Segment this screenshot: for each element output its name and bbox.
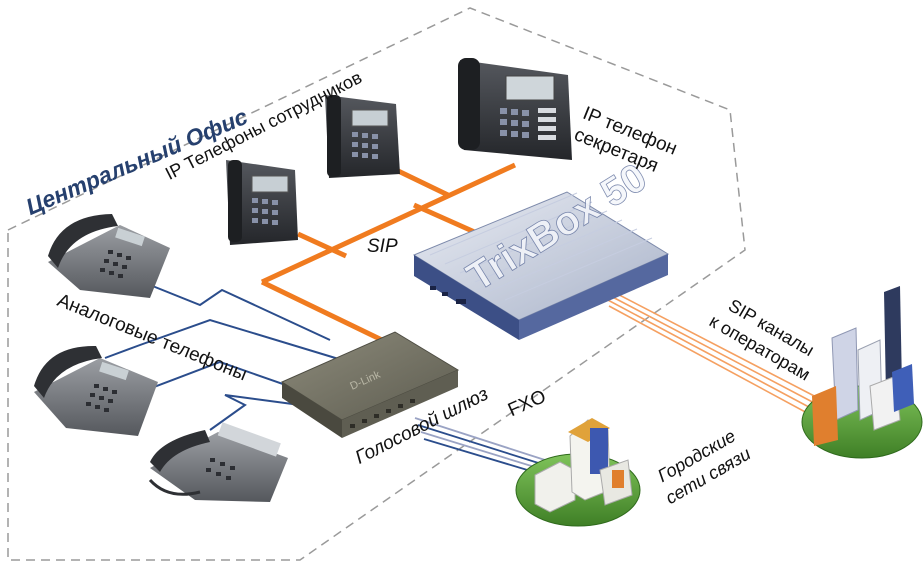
- operator-network: [801, 286, 923, 459]
- trixbox-server: [412, 191, 670, 340]
- sip-branch-gateway: [260, 279, 384, 343]
- analog-link-phone-3: [124, 360, 301, 399]
- server-ports: [430, 286, 466, 304]
- office-boundary: [7, 7, 746, 561]
- sip-branch-phone-left: [296, 231, 348, 259]
- fax-machine: [148, 422, 288, 502]
- analog-phone-1: [48, 214, 170, 298]
- analog-links: [104, 284, 343, 431]
- ip-phone-employee-1: [226, 160, 298, 245]
- analog-link-phone-2: [104, 318, 343, 361]
- voice-gateway: [280, 331, 460, 438]
- sip-branch-phone-mid: [390, 165, 450, 198]
- label-sip: SIP: [367, 236, 398, 257]
- analog-link-phone-1: [149, 284, 331, 341]
- gateway-ports: [350, 399, 415, 428]
- ip-phone-secretary: [458, 58, 572, 160]
- analog-phone-2: [34, 345, 158, 436]
- ip-phone-employee-2: [325, 95, 400, 178]
- city-network: [515, 418, 641, 527]
- analog-link-fax: [209, 394, 301, 431]
- sip-backbone: [260, 162, 517, 285]
- sip-channel-lines: [599, 284, 823, 422]
- server-fins: [429, 192, 653, 301]
